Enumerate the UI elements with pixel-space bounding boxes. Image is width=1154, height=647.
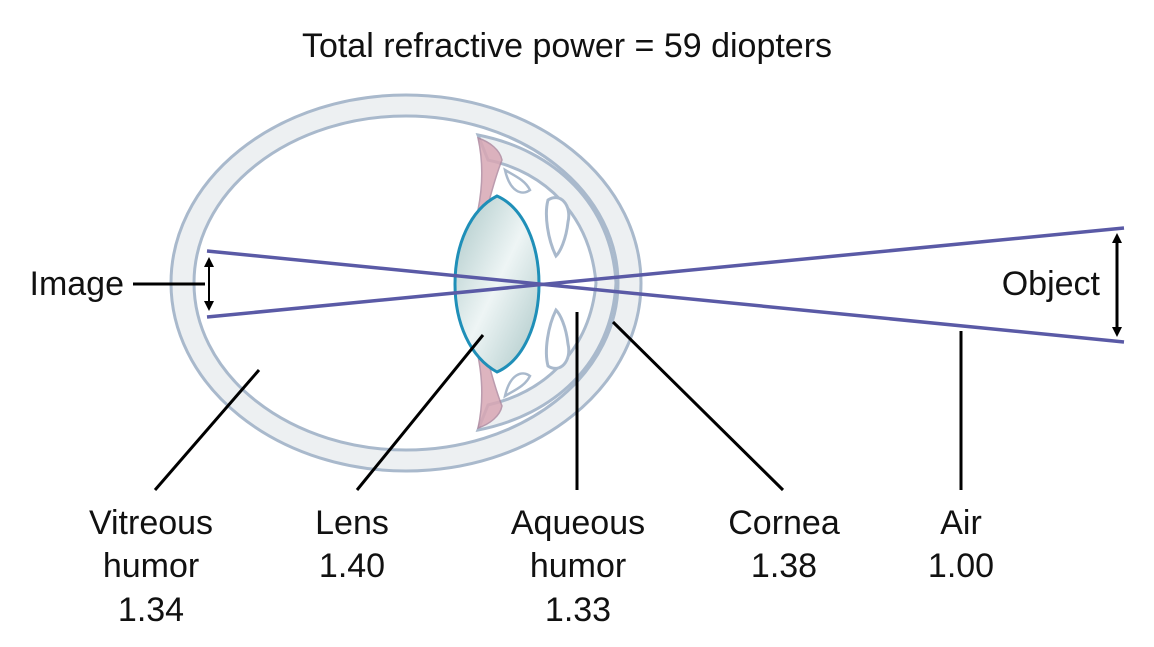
aqueous-pocket-lower — [544, 307, 571, 370]
lens-index: 1.40 — [319, 547, 385, 585]
ray-lower — [206, 249, 1125, 344]
iris-upper — [476, 136, 503, 212]
lens — [453, 194, 541, 374]
air-index: 1.00 — [928, 547, 994, 585]
lens-leader — [355, 334, 485, 491]
cornea-leader — [611, 320, 785, 492]
vitreous-index: 1.34 — [118, 591, 184, 629]
object-label: Object — [1002, 265, 1101, 303]
vitreous-label-line1: Vitreous — [89, 504, 213, 542]
air-label: Air — [940, 504, 982, 542]
aqueous-notch-lower — [503, 372, 532, 399]
diagram-title: Total refractive power = 59 diopters — [302, 27, 832, 65]
vitreous-label-line2: humor — [103, 547, 199, 585]
aqueous-pocket-upper — [544, 196, 571, 259]
aqueous-notch-upper — [503, 167, 532, 194]
aqueous-label-line2: humor — [530, 547, 626, 585]
vitreous-leader — [153, 369, 261, 491]
lens-label: Lens — [315, 504, 389, 542]
cornea-shape — [475, 132, 618, 433]
cornea-label: Cornea — [728, 504, 840, 542]
eyeball-wall — [169, 93, 643, 473]
aqueous-index: 1.33 — [545, 591, 611, 629]
ray-upper — [206, 226, 1125, 319]
iris-lower — [476, 354, 503, 430]
image-label: Image — [30, 265, 125, 303]
cornea-index: 1.38 — [751, 547, 817, 585]
aqueous-label-line1: Aqueous — [511, 504, 645, 542]
